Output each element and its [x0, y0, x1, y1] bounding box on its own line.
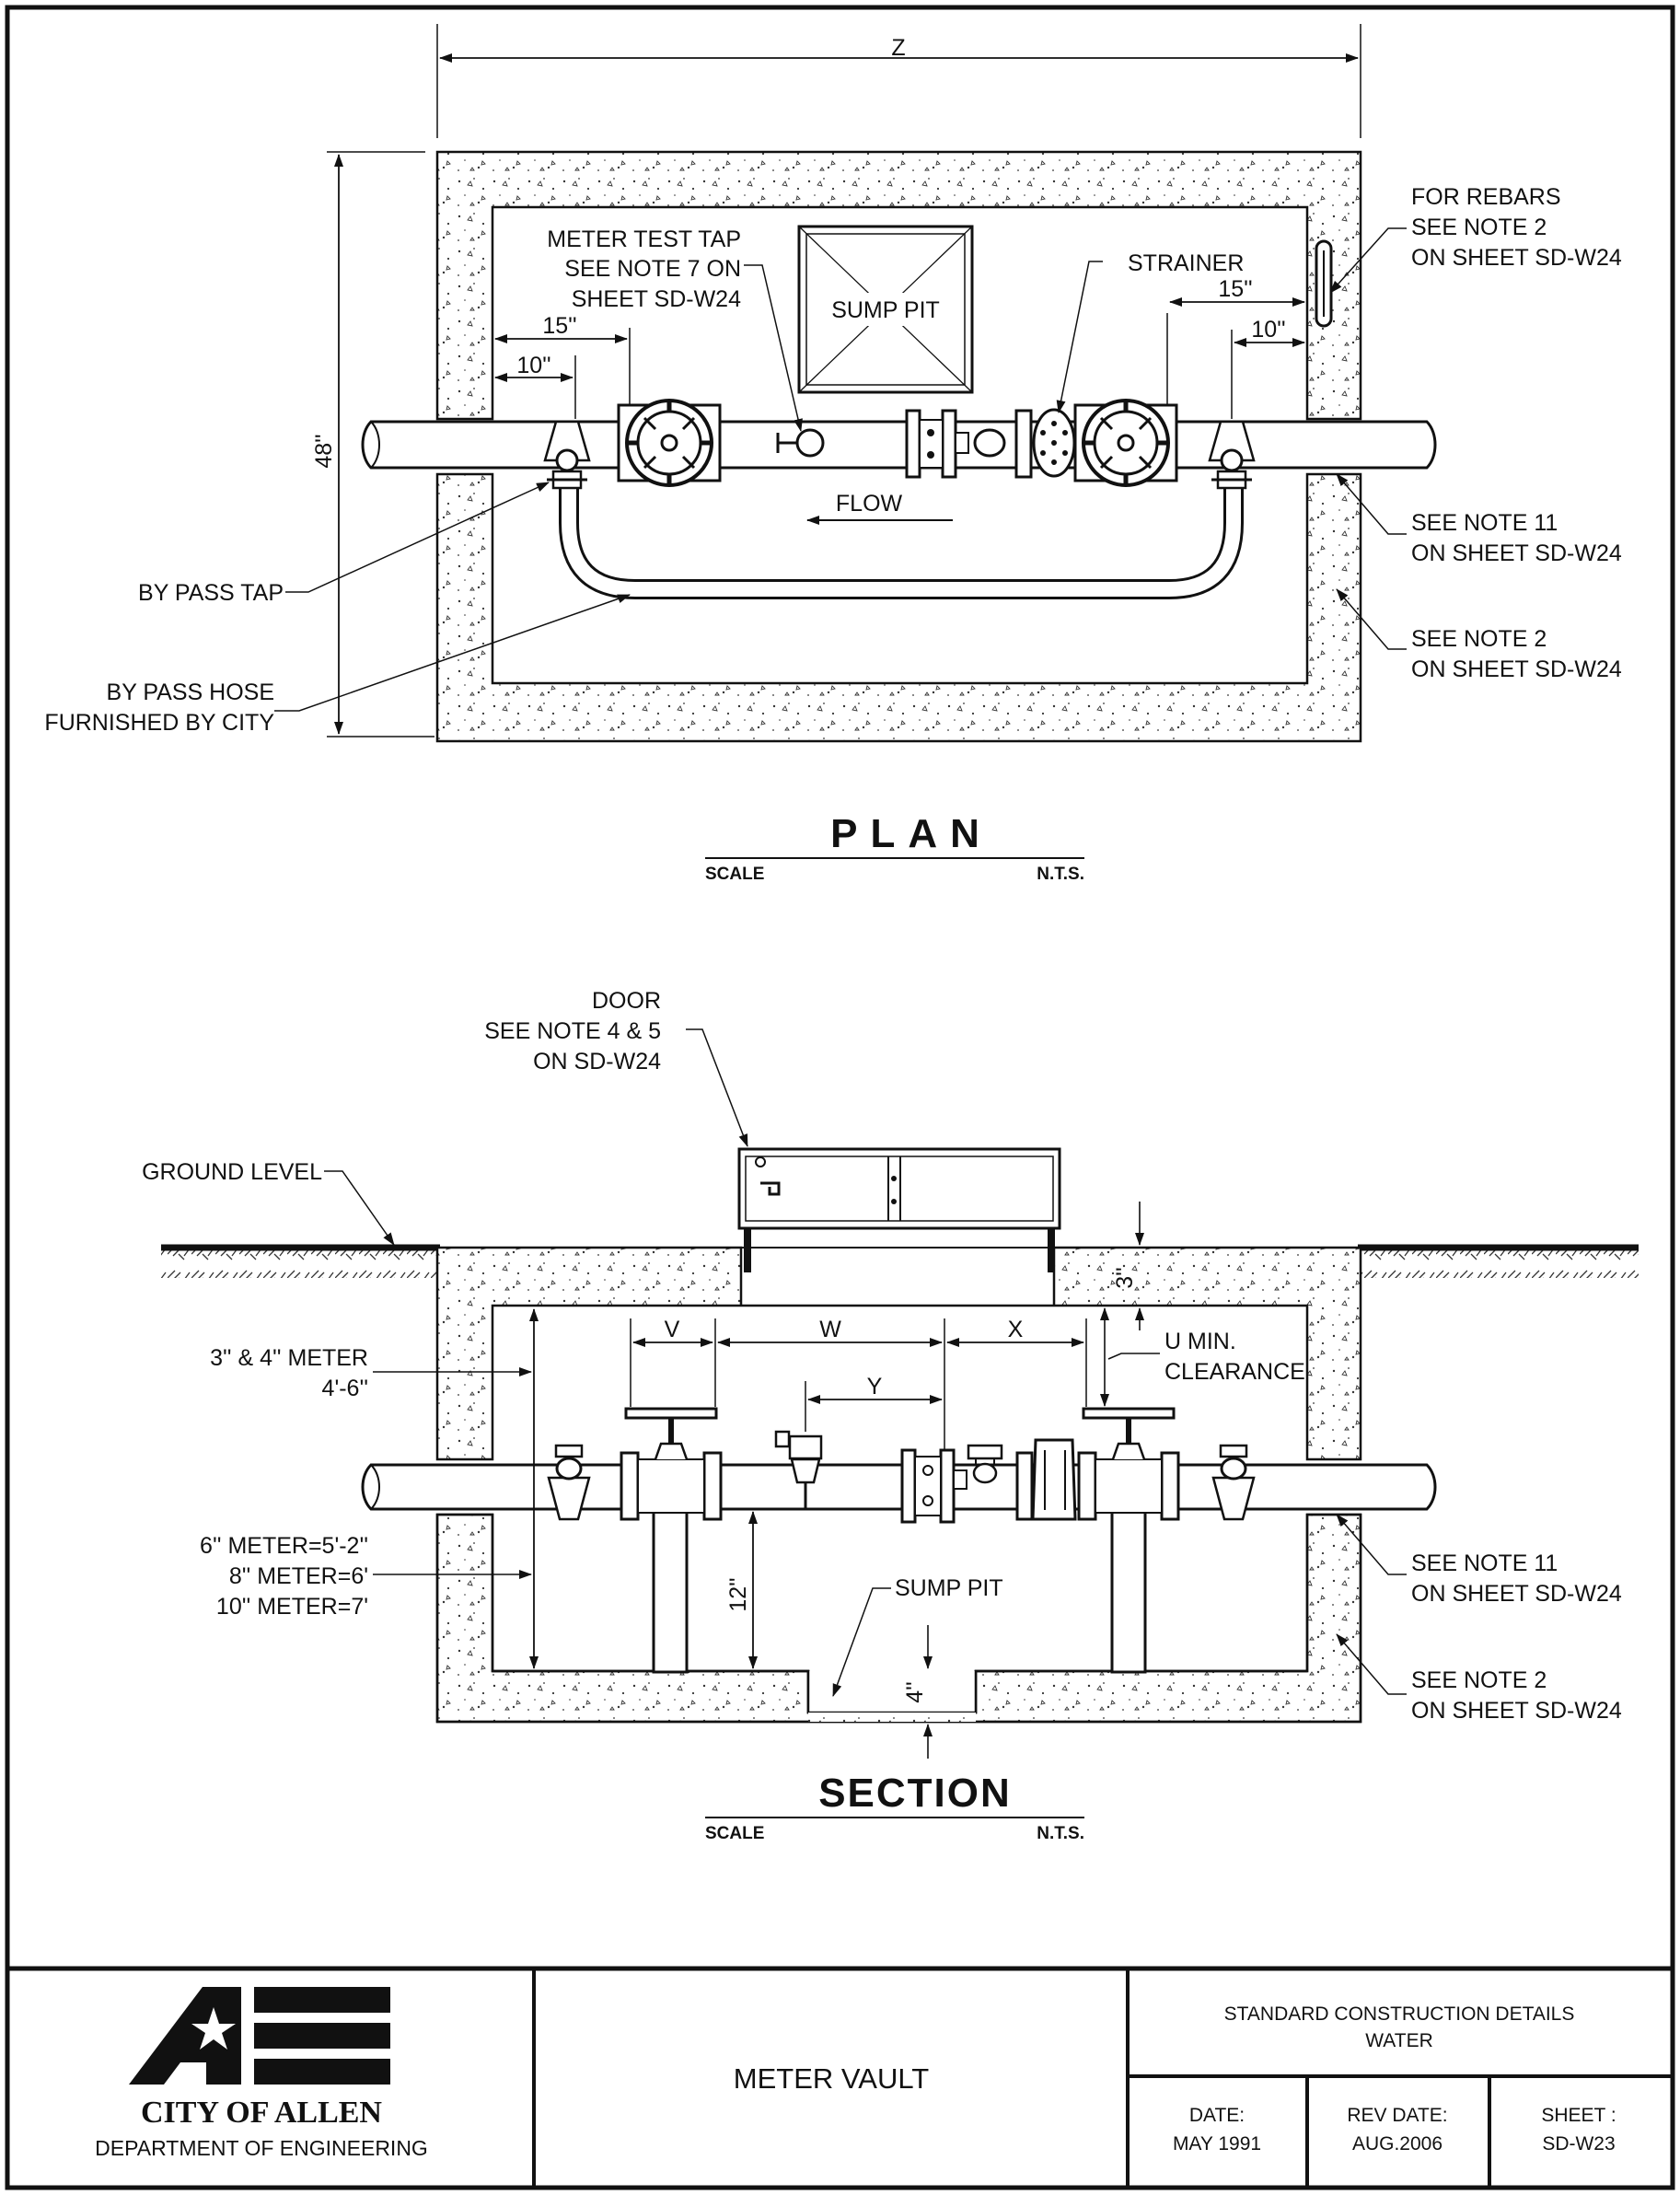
plan-bypass-hose-label-2: FURNISHED BY CITY: [44, 710, 274, 736]
plan-rebar-symbol: [1315, 239, 1333, 328]
section-view: V W X Y 3'' 12'' 4'' DOOR SEE NOTE 4: [142, 988, 1639, 1843]
plan-note2-label-2: ON SHEET SD-W24: [1411, 656, 1622, 682]
plan-bypass-hose-label-1: BY PASS HOSE: [107, 679, 274, 705]
plan-note11-label-1: SEE NOTE 11: [1411, 510, 1558, 536]
section-strainer: [1015, 1438, 1077, 1521]
plan-strainer: [1014, 408, 1076, 479]
header-line-1: STANDARD CONSTRUCTION DETAILS: [1224, 2003, 1575, 2025]
plan-rebar-label-1: FOR REBARS: [1411, 184, 1561, 210]
plan-title: PLAN: [830, 811, 992, 856]
plan-note2-label-1: SEE NOTE 2: [1411, 626, 1547, 652]
section-gate-valve-left: [620, 1407, 723, 1521]
section-sump-pit-floor: [808, 1713, 976, 1722]
plan-scale-value: N.T.S.: [1037, 865, 1084, 884]
section-sump-pit-label: SUMP PIT: [895, 1575, 1003, 1601]
section-meter-34-label-1: 3'' & 4'' METER: [210, 1345, 368, 1371]
date-label: DATE:: [1189, 2105, 1245, 2126]
department-name: DEPARTMENT OF ENGINEERING: [95, 2136, 428, 2160]
plan-sump-pit-label: SUMP PIT: [831, 297, 940, 323]
sheet-label: SHEET :: [1541, 2105, 1616, 2126]
plan-flow-label: FLOW: [836, 491, 903, 517]
section-meter-large-label-2: 8'' METER=6': [229, 1563, 368, 1589]
section-title: SECTION: [818, 1771, 1012, 1816]
section-bypass-tap-right: [1211, 1444, 1256, 1521]
section-note2-label-1: SEE NOTE 2: [1411, 1667, 1547, 1693]
plan-meter-test-tap-label-1: METER TEST TAP: [547, 226, 741, 252]
plan-height-label: 48'': [311, 434, 337, 468]
section-door-label-1: DOOR: [592, 988, 661, 1014]
section-dim-v: V: [665, 1317, 680, 1342]
section-note11-label-1: SEE NOTE 11: [1411, 1550, 1558, 1576]
plan-scale-label: SCALE: [705, 865, 764, 884]
section-note11-label-2: ON SHEET SD-W24: [1411, 1581, 1622, 1607]
section-meter: [900, 1444, 1003, 1524]
date-value: MAY 1991: [1173, 2133, 1261, 2154]
plan-strainer-label: STRAINER: [1128, 250, 1244, 276]
section-scale-label: SCALE: [705, 1824, 764, 1843]
section-dim-4: 4'': [902, 1681, 928, 1702]
section-main-pipe: [361, 1463, 1437, 1511]
plan-meter-test-tap-label-3: SHEET SD-W24: [572, 286, 741, 312]
section-scale-value: N.T.S.: [1037, 1824, 1084, 1843]
plan-note11-label-2: ON SHEET SD-W24: [1411, 540, 1622, 566]
plan-vault-wall-lower: [435, 472, 1362, 743]
sheet-border: [5, 5, 1675, 2190]
section-dim-3: 3'': [1112, 1267, 1138, 1288]
rev-date-value: AUG.2006: [1352, 2133, 1442, 2154]
section-meter-test-tap: [774, 1430, 823, 1508]
plan-bypass-tap-right: [1208, 420, 1256, 490]
section-u-min-label-1: U MIN.: [1164, 1329, 1236, 1354]
section-dim-y: Y: [867, 1374, 883, 1399]
section-dim-12: 12'': [725, 1577, 751, 1611]
section-meter-large-label-1: 6'' METER=5'-2'': [200, 1533, 368, 1559]
section-u-min-label-2: CLEARANCE: [1164, 1359, 1305, 1385]
plan-rebar-label-2: SEE NOTE 2: [1411, 215, 1547, 240]
city-of-allen-logo: [129, 1987, 390, 2085]
plan-meter-test-tap-label-2: SEE NOTE 7 ON: [564, 256, 741, 282]
plan-meter: [905, 409, 1006, 479]
section-dim-x: X: [1008, 1317, 1024, 1342]
section-gate-valve-right: [1077, 1407, 1180, 1521]
plan-meter-test-tap: [776, 428, 825, 458]
header-line-2: WATER: [1365, 2030, 1433, 2051]
section-vault-wall-upper: [435, 1246, 1362, 1461]
plan-gate-valve-right: [1073, 399, 1178, 487]
plan-main-pipe: [361, 420, 1437, 470]
section-bypass-tap-left: [547, 1444, 591, 1521]
plan-sump-pit: SUMP PIT: [797, 225, 974, 394]
plan-dim-15-right: 15'': [1218, 276, 1252, 302]
plan-gate-valve-left: [617, 399, 722, 487]
section-door-label-3: ON SD-W24: [533, 1049, 661, 1074]
plan-rebar-label-3: ON SHEET SD-W24: [1411, 245, 1622, 271]
section-ground-level-label: GROUND LEVEL: [142, 1159, 322, 1185]
plan-bypass-tap-label: BY PASS TAP: [138, 580, 284, 606]
plan-view: Z 48'' SUMP PIT: [44, 24, 1622, 884]
plan-vault-wall-upper: [435, 150, 1362, 421]
city-name: CITY OF ALLEN: [141, 2096, 382, 2130]
sheet-value: SD-W23: [1542, 2133, 1615, 2154]
section-dim-w: W: [819, 1317, 841, 1342]
drawing-title: METER VAULT: [734, 2062, 929, 2095]
section-support-left: [652, 1493, 689, 1674]
section-door-label-2: SEE NOTE 4 & 5: [484, 1018, 661, 1044]
section-support-right: [1110, 1493, 1147, 1674]
plan-width-label: Z: [891, 35, 905, 61]
section-door: [727, 1147, 1072, 1272]
plan-bypass-tap-left: [543, 420, 591, 490]
section-note2-label-2: ON SHEET SD-W24: [1411, 1698, 1622, 1724]
plan-dim-10-right: 10'': [1251, 317, 1285, 343]
plan-dim-15-left: 15'': [542, 313, 576, 339]
plan-dim-10-left: 10'': [516, 353, 550, 378]
section-meter-34-label-2: 4'-6'': [322, 1376, 368, 1401]
section-meter-large-label-3: 10'' METER=7': [216, 1594, 368, 1620]
rev-date-label: REV DATE:: [1347, 2105, 1447, 2126]
title-block: CITY OF ALLEN DEPARTMENT OF ENGINEERING …: [7, 1966, 1673, 2188]
